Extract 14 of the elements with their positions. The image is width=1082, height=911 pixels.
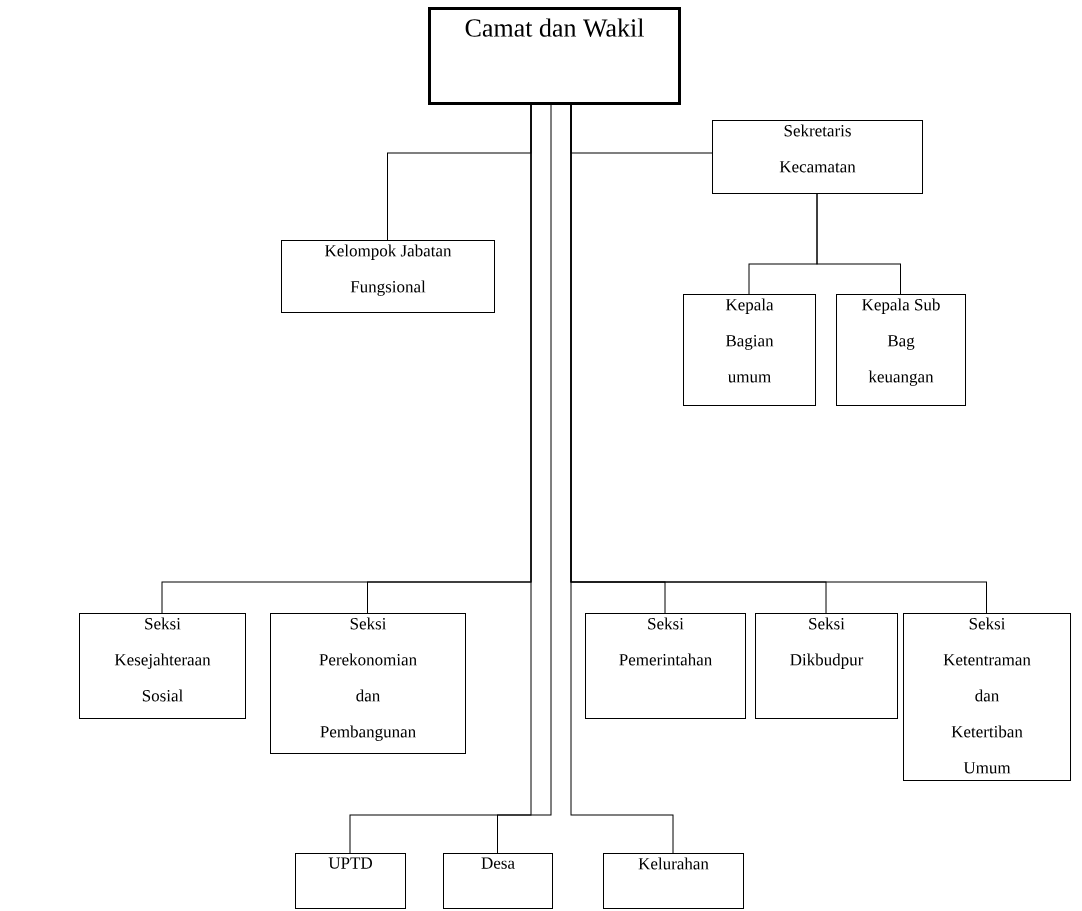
connector (816, 192, 901, 295)
org-box: Seksi Ketentraman dan Ketertiban Umum (903, 613, 1071, 781)
org-box: Kelurahan (603, 853, 744, 909)
org-box: Seksi Pemerintahan (585, 613, 746, 719)
org-box: UPTD (295, 853, 406, 909)
org-box: Desa (443, 853, 553, 909)
title-box: Camat dan Wakil (428, 7, 681, 105)
org-box: Seksi Perekonomian dan Pembangunan (270, 613, 466, 754)
org-box: Kepala Bagian umum (683, 294, 816, 406)
org-box: Kelompok Jabatan Fungsional (281, 240, 495, 313)
org-box: Seksi Dikbudpur (755, 613, 898, 719)
org-box: Sekretaris Kecamatan (712, 120, 923, 194)
org-box: Seksi Kesejahteraan Sosial (79, 613, 246, 719)
org-box: Kepala Sub Bag keuangan (836, 294, 966, 406)
